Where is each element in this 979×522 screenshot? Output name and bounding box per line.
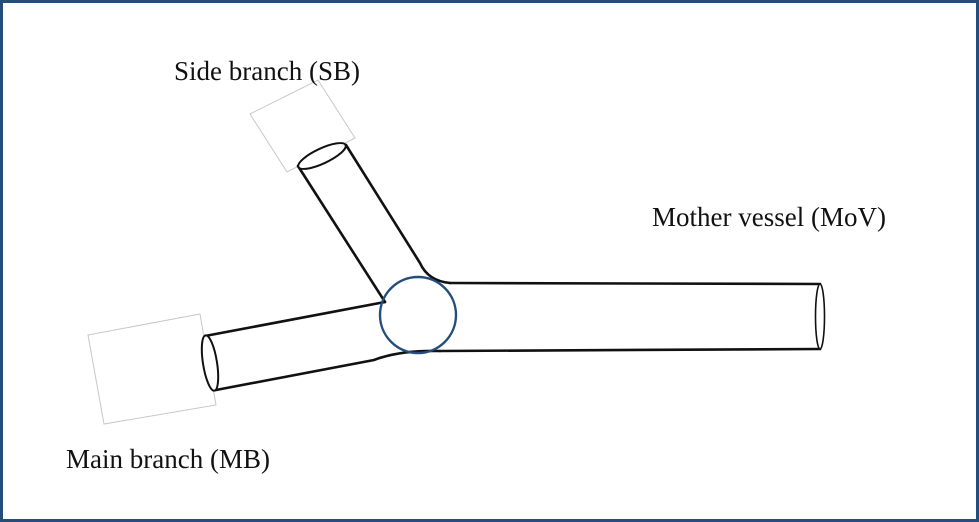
main-branch-cross-section-box xyxy=(87,313,217,425)
mother-vessel-wall-upper xyxy=(448,281,822,286)
main-branch-label: Main branch (MB) xyxy=(66,444,270,474)
main-branch-opening xyxy=(200,334,220,392)
side-branch-wall-right xyxy=(344,143,452,285)
mother-vessel-label: Mother vessel (MoV) xyxy=(652,202,886,232)
mother-vessel-opening xyxy=(814,283,826,350)
side-branch-label: Side branch (SB) xyxy=(174,56,360,86)
side-branch-cross-section-box xyxy=(249,79,356,173)
main-branch-wall-upper xyxy=(203,300,387,338)
bifurcation-circle xyxy=(378,275,458,355)
main-branch-wall-lower xyxy=(214,349,442,392)
side-branch-opening xyxy=(297,142,347,170)
mother-vessel-wall-lower xyxy=(438,347,822,353)
side-branch-wall-left xyxy=(296,164,387,304)
